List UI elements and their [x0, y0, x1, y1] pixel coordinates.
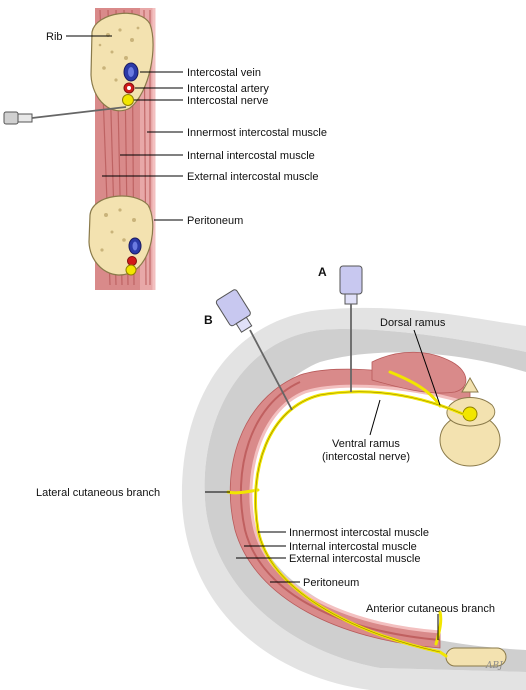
lower-intercostal-artery — [127, 256, 137, 266]
label-peritoneum-bottom: Peritoneum — [303, 577, 359, 589]
label-intercostal-nerve: Intercostal nerve — [187, 95, 268, 107]
muscle-inner-stripe — [239, 381, 441, 641]
upper-rib — [90, 12, 154, 112]
side-needle — [3, 106, 127, 125]
artery-lumen — [127, 86, 131, 90]
top-cross-section: Rib Intercostal vein Intercostal artery … — [3, 8, 327, 290]
label-intercostal-vein: Intercostal vein — [187, 67, 261, 79]
label-anterior-cutaneous: Anterior cutaneous branch — [366, 603, 495, 615]
nerve-outline — [255, 391, 464, 653]
label-peritoneum: Peritoneum — [187, 215, 243, 227]
intercostal-nerve — [122, 94, 134, 106]
label-dorsal-ramus: Dorsal ramus — [380, 317, 446, 329]
lower-rib-texture — [100, 208, 136, 252]
lower-vein-lumen — [132, 241, 138, 251]
back-muscle — [371, 351, 467, 394]
label-external-muscle-bottom: External intercostal muscle — [289, 553, 420, 565]
bottom-body-wall: A B Dorsal ramus Ventral ramus (intercos… — [36, 265, 526, 690]
lower-intercostal-nerve — [125, 264, 137, 276]
needle-b — [215, 289, 293, 411]
artist-signature: ABJ — [485, 661, 504, 671]
label-ventral-ramus-sub: (intercostal nerve) — [322, 451, 410, 463]
vein-lumen — [128, 67, 134, 77]
label-ventral-ramus: Ventral ramus — [332, 438, 400, 450]
needle-a-label: A — [318, 265, 327, 279]
needle-a — [339, 265, 363, 392]
label-intercostal-artery: Intercostal artery — [187, 83, 269, 95]
peritoneum-curve — [249, 384, 471, 634]
label-lateral-cutaneous: Lateral cutaneous branch — [36, 487, 160, 499]
label-external-muscle: External intercostal muscle — [187, 171, 318, 183]
needle-b-label: B — [204, 313, 213, 327]
label-innermost-muscle: Innermost intercostal muscle — [187, 127, 327, 139]
label-internal-muscle-bottom: Internal intercostal muscle — [289, 541, 417, 553]
label-internal-muscle: Internal intercostal muscle — [187, 150, 315, 162]
vertebra — [439, 376, 501, 467]
label-innermost-muscle-bottom: Innermost intercostal muscle — [289, 527, 429, 539]
label-rib: Rib — [46, 31, 63, 43]
